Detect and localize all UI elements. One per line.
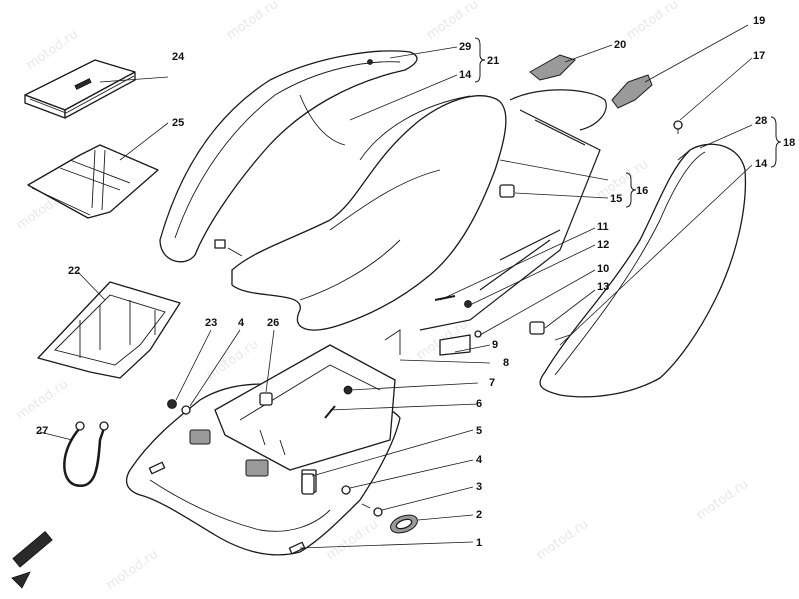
part-7-bolt [324, 385, 353, 419]
callout-25: 25 [172, 117, 184, 129]
watermark-text: motod.ru [14, 377, 71, 423]
callout-22: 22 [68, 265, 80, 277]
part-24-owners-manual [24, 59, 136, 119]
callout-4-upper: 4 [238, 317, 245, 329]
part-main-seat [231, 95, 507, 331]
part-18-tail-side-cover [539, 143, 747, 398]
direction-arrow: ANTERIOR [11, 531, 53, 589]
part-3-screw [361, 503, 383, 517]
callout-29: 29 [459, 41, 471, 53]
callout-19: 19 [753, 15, 765, 27]
callout-labels: 24 25 22 27 29 21 14 20 19 17 28 18 14 1… [36, 15, 795, 549]
callout-11: 11 [597, 221, 609, 233]
callout-6: 6 [476, 398, 482, 410]
bracket-braces [474, 37, 782, 208]
callout-12: 12 [597, 239, 609, 251]
callout-16: 16 [636, 185, 648, 197]
callout-5: 5 [476, 425, 482, 437]
part-21-front-seat-cover [159, 50, 418, 263]
part-27-bungee-cable [63, 421, 109, 488]
part-seat-mounting-hardware [384, 295, 482, 356]
callout-28: 28 [755, 115, 767, 127]
part-20-rear-grip [529, 54, 576, 81]
callout-27: 27 [36, 425, 48, 437]
part-5-clip [301, 473, 315, 495]
watermark-text: motod.ru [694, 477, 751, 523]
part-13-rubber-plug [529, 321, 571, 341]
part-26-spacer [259, 392, 273, 406]
callout-4-lower: 4 [476, 454, 483, 466]
part-19-rear-grip-cover [611, 74, 653, 109]
callout-14-front: 14 [459, 69, 472, 81]
watermark-text: motod.ru [204, 337, 261, 383]
part-2-grommet [390, 514, 418, 534]
callout-18: 18 [783, 137, 795, 149]
callout-2: 2 [476, 509, 482, 521]
callout-17: 17 [753, 50, 765, 62]
callout-13: 13 [597, 281, 609, 293]
callout-24: 24 [172, 51, 185, 63]
callout-26: 26 [267, 317, 279, 329]
callout-23: 23 [205, 317, 217, 329]
watermark-text: motod.ru [104, 547, 161, 593]
part-23-nut [167, 399, 177, 409]
watermark-text: motod.ru [424, 0, 481, 43]
callout-3: 3 [476, 481, 482, 493]
part-4-washer [181, 405, 351, 495]
watermark-text: motod.ru [24, 27, 81, 73]
callout-21: 21 [487, 55, 499, 67]
watermark-text: motod.ru [534, 517, 591, 563]
leader-lines [39, 24, 753, 549]
callout-1: 1 [476, 537, 482, 549]
part-seat-subframe [419, 89, 607, 331]
callout-14-rear: 14 [755, 158, 768, 170]
part-17-screw [673, 120, 683, 134]
callout-15: 15 [610, 193, 622, 205]
callout-20: 20 [614, 39, 626, 51]
part-25-tool-kit-pouch [27, 144, 159, 219]
callout-10: 10 [597, 263, 609, 275]
part-22-under-seat-tray [37, 281, 181, 379]
watermark-text: motod.ru [624, 0, 681, 43]
callout-9: 9 [492, 339, 498, 351]
watermark-text: motod.ru [224, 0, 281, 43]
callout-8: 8 [503, 357, 509, 369]
callout-7: 7 [489, 377, 495, 389]
